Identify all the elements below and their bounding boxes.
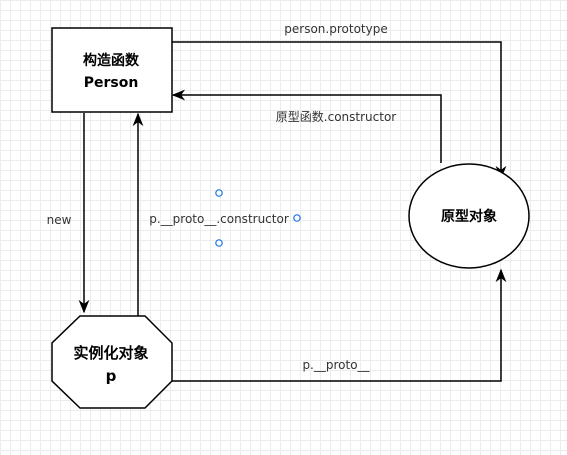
edge-label-person-prototype: person.prototype [284, 22, 387, 36]
selection-handle-bottom[interactable] [215, 239, 223, 247]
node-instance-name: p [106, 367, 117, 385]
edge-label-new: new [47, 213, 72, 227]
edge-proto[interactable] [172, 268, 507, 382]
node-instance[interactable]: 实例化对象 p [51, 315, 173, 409]
node-prototype[interactable]: 原型对象 [408, 163, 530, 269]
node-instance-title: 实例化对象 [73, 344, 148, 362]
edge-label-prototype-constructor: 原型函数.constructor [276, 109, 397, 124]
edge-person-prototype[interactable] [137, 41, 507, 180]
selection-handle-right[interactable] [293, 214, 301, 222]
node-constructor[interactable]: 构造函数 Person [51, 27, 173, 113]
node-prototype-label: 原型对象 [441, 208, 497, 225]
edge-prototype-constructor[interactable] [171, 89, 442, 163]
selection-handle-top[interactable] [215, 189, 223, 197]
edge-label-proto-constructor: p.__proto__.constructor [149, 212, 289, 226]
node-constructor-name: Person [84, 75, 139, 91]
edge-label-proto: p.__proto__ [302, 358, 370, 372]
node-constructor-title: 构造函数 [83, 52, 140, 69]
